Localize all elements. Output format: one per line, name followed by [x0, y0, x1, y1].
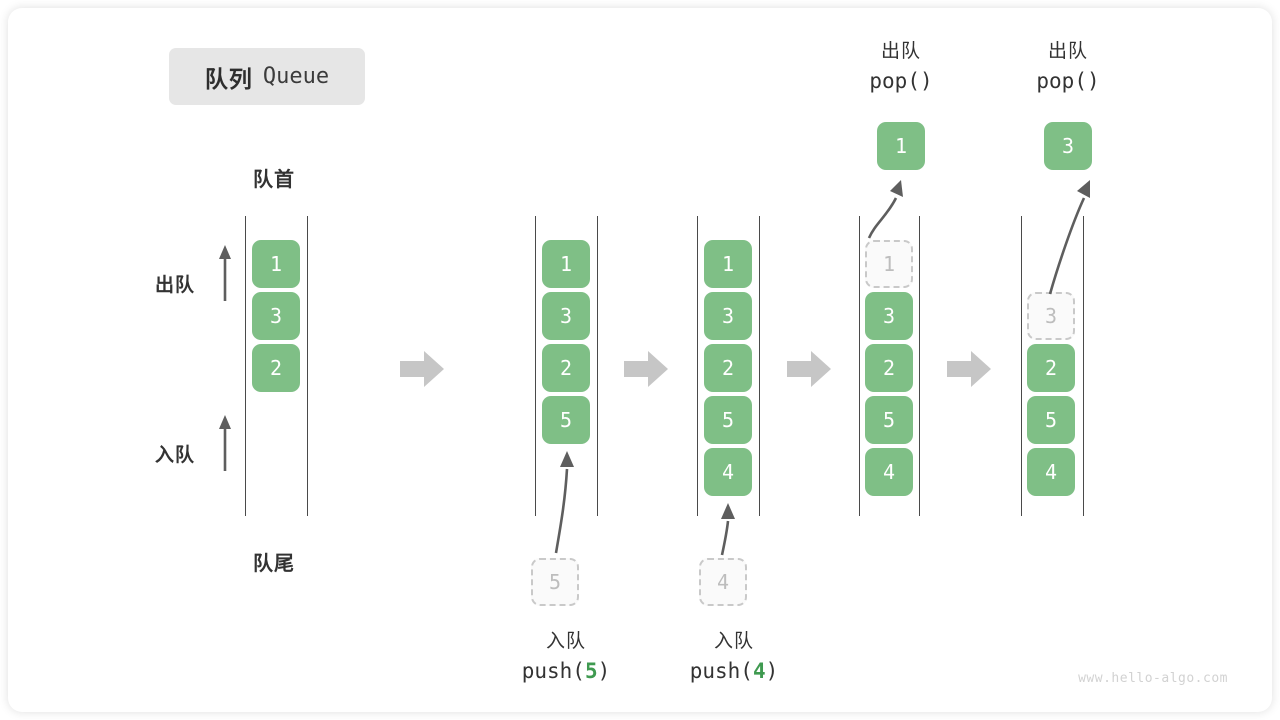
- pop-caption-cn: 出队: [1047, 41, 1088, 62]
- queue-element: 5: [865, 396, 913, 444]
- popped-element: 3: [1044, 122, 1092, 170]
- queue-element: 2: [865, 344, 913, 392]
- incoming-ghost-element: 4: [699, 558, 747, 606]
- watermark: www.hello-algo.com: [1078, 671, 1228, 686]
- step-arrow-icon: [947, 351, 991, 387]
- queue-element: 2: [542, 344, 590, 392]
- rail-left: [535, 216, 536, 516]
- pop-curve-arrow-icon: [867, 180, 903, 239]
- queue-element: 3: [252, 292, 300, 340]
- step-arrow-icon: [787, 351, 831, 387]
- rail-left: [1021, 216, 1022, 516]
- queue-element: 3: [865, 292, 913, 340]
- step-arrow-icon: [624, 351, 668, 387]
- dequeue-side-label: 出队: [155, 275, 196, 296]
- pop-curve-arrow-icon: [1048, 180, 1090, 295]
- queue-element: 3: [542, 292, 590, 340]
- queue-element: 1: [252, 240, 300, 288]
- queue-element: 4: [865, 448, 913, 496]
- push-caption-cn: 入队: [545, 631, 586, 652]
- rail-left: [245, 216, 246, 516]
- push-code-arg: 4: [752, 658, 766, 683]
- enqueue-side-label: 入队: [155, 445, 196, 466]
- rail-left: [859, 216, 860, 516]
- push-curve-arrow-icon: [720, 503, 735, 556]
- incoming-ghost-element: 5: [531, 558, 579, 606]
- outgoing-ghost-element: 3: [1027, 292, 1075, 340]
- queue-element: 1: [704, 240, 752, 288]
- queue-element: 2: [1027, 344, 1075, 392]
- queue-element: 2: [704, 344, 752, 392]
- enqueue-arrow-icon: [219, 415, 231, 471]
- push-code-suffix: ): [765, 658, 779, 683]
- diagram-canvas: 队列 Queue 队首 队尾 出队 入队 1 3 2 1 3 2 5 5: [8, 8, 1272, 712]
- queue-element: 2: [252, 344, 300, 392]
- queue-element: 4: [704, 448, 752, 496]
- rail-right: [1083, 216, 1084, 516]
- push-code-arg: 5: [584, 658, 598, 683]
- title-cn: 队列: [204, 65, 253, 92]
- dequeue-arrow-icon: [219, 245, 231, 301]
- popped-element: 1: [877, 122, 925, 170]
- queue-element: 3: [704, 292, 752, 340]
- rail-right: [759, 216, 760, 516]
- outgoing-ghost-element: 1: [865, 240, 913, 288]
- push-caption-cn: 入队: [713, 631, 754, 652]
- push-caption-code: push(4): [642, 656, 826, 686]
- push-code-prefix: push(: [689, 658, 753, 683]
- pop-1-caption: 出队 pop(): [809, 38, 993, 96]
- pop-caption-cn: 出队: [880, 41, 921, 62]
- push-curve-arrow-icon: [554, 451, 574, 554]
- queue-element: 5: [1027, 396, 1075, 444]
- pop-3-caption: 出队 pop(): [976, 38, 1160, 96]
- queue-element: 1: [542, 240, 590, 288]
- queue-element: 5: [704, 396, 752, 444]
- queue-front-label: 队首: [253, 169, 295, 191]
- pop-caption-code: pop(): [869, 68, 933, 93]
- queue-element: 4: [1027, 448, 1075, 496]
- rail-left: [697, 216, 698, 516]
- step-arrow-icon: [400, 351, 444, 387]
- push-4-caption: 入队 push(4): [642, 628, 826, 686]
- push-caption-code: push(5): [474, 656, 658, 686]
- queue-rear-label: 队尾: [253, 553, 295, 575]
- rail-right: [597, 216, 598, 516]
- pop-caption-code: pop(): [1036, 68, 1100, 93]
- push-5-caption: 入队 push(5): [474, 628, 658, 686]
- push-code-prefix: push(: [521, 658, 585, 683]
- queue-element: 5: [542, 396, 590, 444]
- rail-right: [307, 216, 308, 516]
- diagram-title-badge: 队列 Queue: [169, 48, 365, 105]
- rail-right: [919, 216, 920, 516]
- title-en: Queue: [262, 64, 330, 89]
- push-code-suffix: ): [597, 658, 611, 683]
